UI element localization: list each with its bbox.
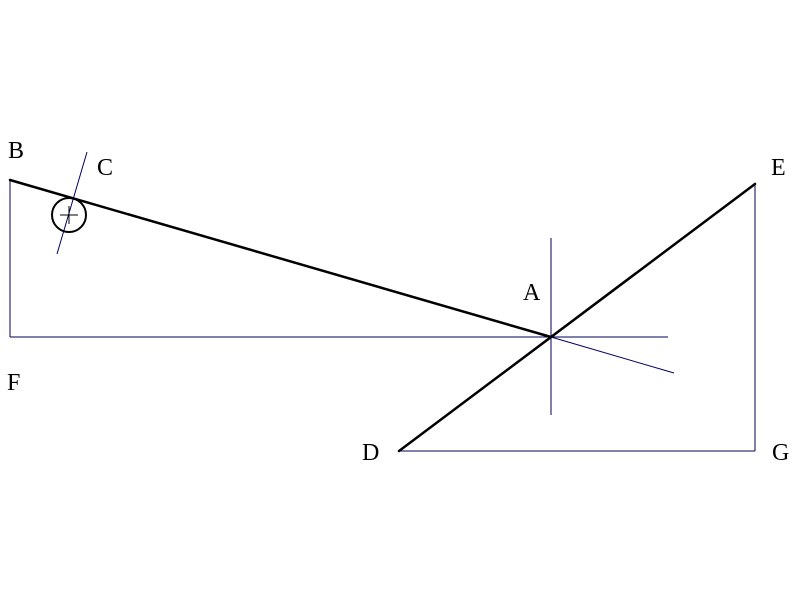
circle-marker: [51, 197, 87, 233]
label-point-e: E: [771, 155, 786, 181]
marker-circle: [51, 197, 87, 233]
label-point-g: G: [772, 440, 789, 466]
label-point-a: A: [523, 280, 541, 306]
line-through-c: [56, 151, 88, 255]
segment-de: [397, 182, 757, 453]
label-point-f: F: [7, 370, 20, 396]
label-point-d: D: [362, 440, 379, 466]
label-point-c: C: [97, 155, 113, 181]
label-point-b: B: [8, 138, 24, 164]
extension-of-ba: [550, 336, 675, 374]
thick-lines: [8, 178, 757, 453]
segment-ba: [8, 178, 553, 339]
thin-lines: [9, 151, 756, 452]
